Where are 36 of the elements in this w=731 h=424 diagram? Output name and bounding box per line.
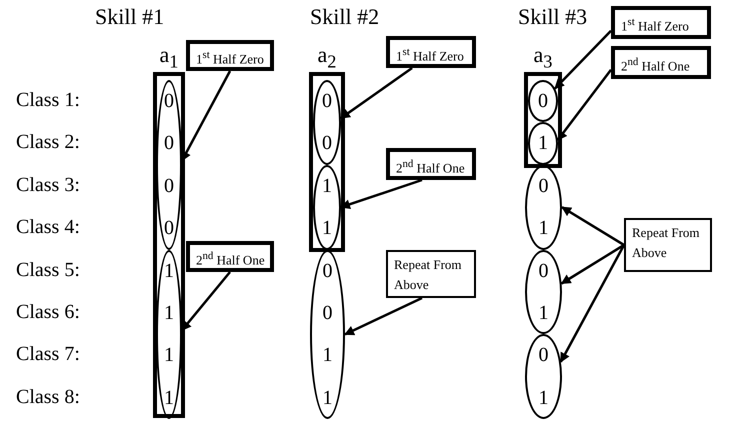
value-ellipse: 1 xyxy=(528,122,558,165)
arrow xyxy=(560,244,625,285)
value-ellipse: 1 1 1 1 xyxy=(156,250,182,420)
callout-box: 1$^{st}$ Half Zero xyxy=(186,40,274,71)
row-label: Class 6: xyxy=(16,301,80,324)
row-label: Class 1: xyxy=(16,89,80,112)
column-heading: a$_{3}$ xyxy=(532,42,554,74)
value-ellipse: 0 xyxy=(528,80,558,122)
arrow xyxy=(554,30,612,90)
row-label: Class 7: xyxy=(16,343,80,366)
arrow xyxy=(560,244,626,363)
value-ellipse: 1 1 xyxy=(313,164,341,250)
callout-box: 2$^{nd}$ Half One xyxy=(611,46,711,79)
row-label: Class 3: xyxy=(16,174,80,197)
column-title: Skill #2 xyxy=(310,4,380,30)
column-heading: a$_{1}$ xyxy=(158,42,180,74)
callout-box: Repeat From Above xyxy=(624,218,712,272)
callout-box: 2$^{nd}$ Half One xyxy=(186,241,274,272)
row-label: Class 8: xyxy=(16,386,80,409)
value-ellipse: 0 0 xyxy=(313,80,341,165)
value-ellipse: 0 0 1 1 xyxy=(310,250,345,420)
value-ellipse: 0 1 xyxy=(525,334,562,420)
callout-box: 1$^{st}$ Half Zero xyxy=(611,6,711,39)
column-title: Skill #1 xyxy=(95,4,164,30)
row-label: Class 2: xyxy=(16,131,80,154)
arrow xyxy=(561,206,625,246)
value-ellipse: 0 0 0 0 xyxy=(156,80,182,250)
callout-box: 2$^{nd}$ Half One xyxy=(386,148,476,180)
callout-box: Repeat From Above xyxy=(386,250,476,298)
column-heading: a$_{2}$ xyxy=(316,42,338,74)
value-ellipse: 0 1 xyxy=(525,250,562,334)
callout-box: 1$^{st}$ Half Zero xyxy=(386,36,476,68)
row-label: Class 5: xyxy=(16,258,80,282)
column-title: Skill #3 xyxy=(518,4,588,30)
arrow xyxy=(344,296,423,336)
row-label: Class 4: xyxy=(16,216,80,240)
